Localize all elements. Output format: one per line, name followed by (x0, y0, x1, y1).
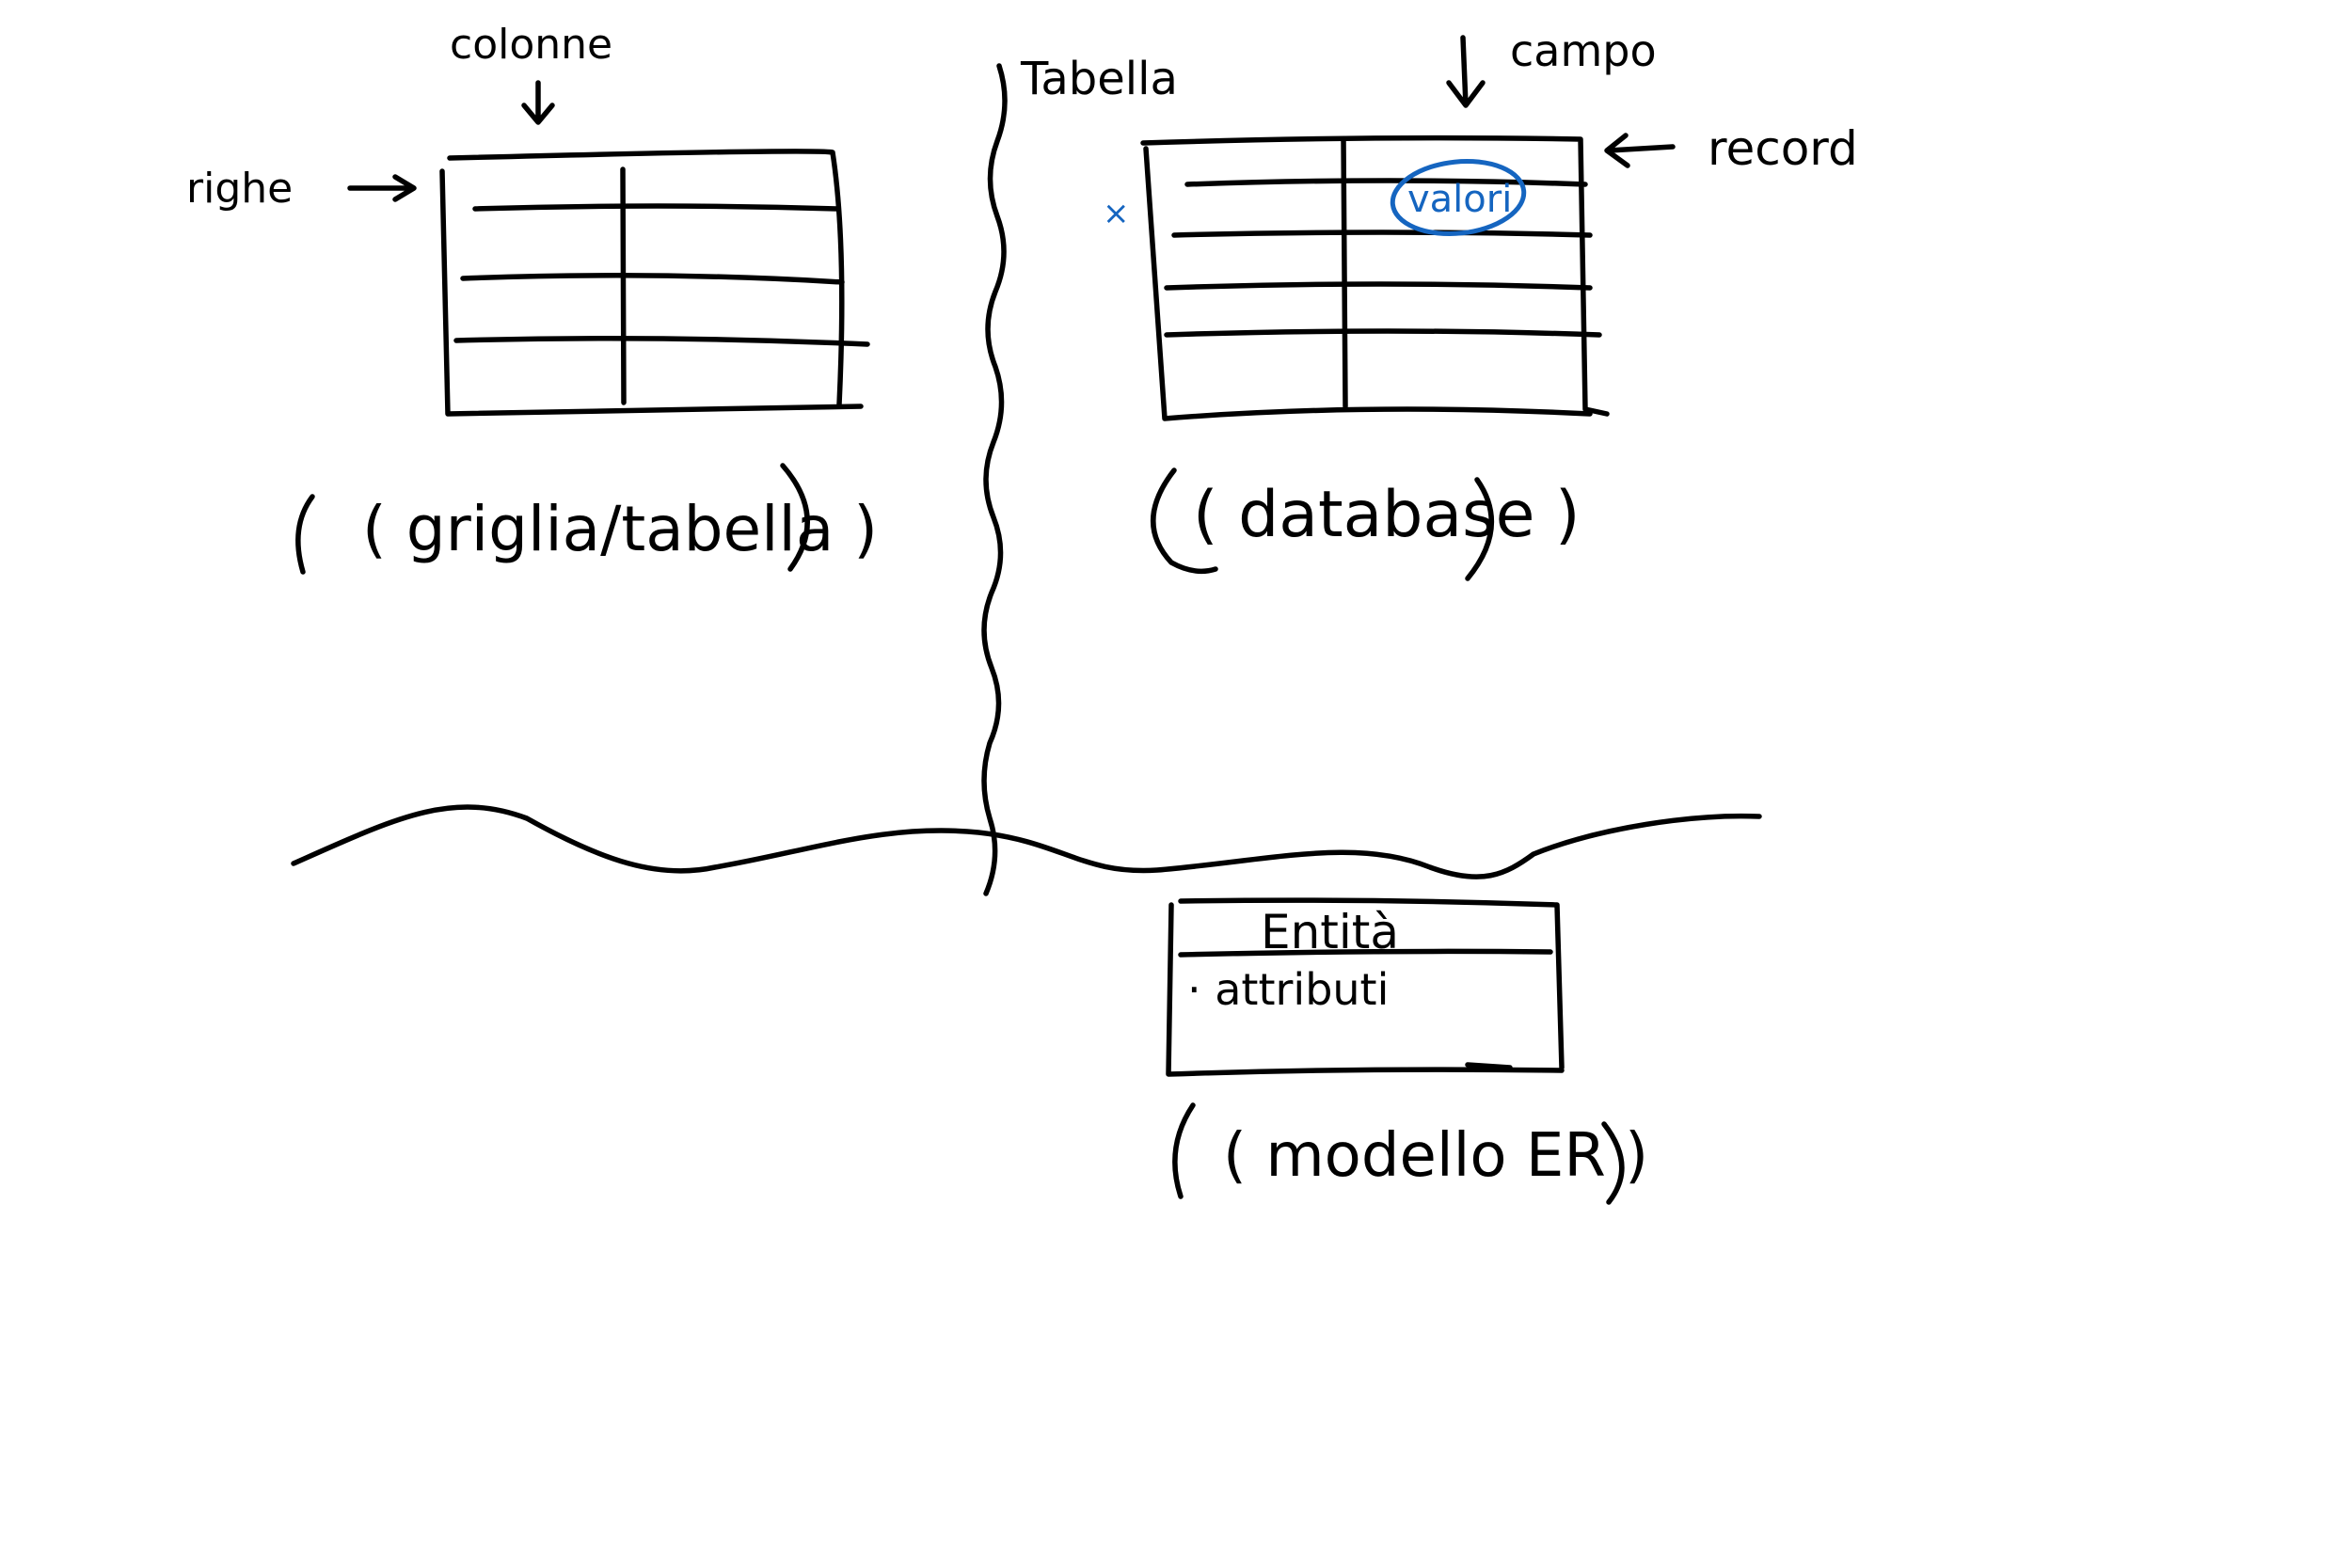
field-arrow-icon (1446, 35, 1486, 108)
columns-label: colonne (450, 21, 612, 69)
record-arrow-icon (1604, 133, 1676, 168)
grid-outline-top-right (447, 149, 845, 407)
values-highlight-circle (1390, 159, 1527, 236)
caption-close-paren (1601, 1121, 1625, 1205)
entity-label: Entità (1261, 905, 1399, 959)
grid-table-sketch: colonne righe ( griglia/tabella ) (186, 21, 878, 575)
grid-row-line (453, 336, 870, 347)
db-row-line (1164, 281, 1593, 291)
er-model-sketch: Entità · attributi ( modello ER ) (1166, 897, 1648, 1205)
db-column-divider (1341, 136, 1348, 409)
caption-close-paren (1465, 477, 1495, 581)
caption-open-paren (295, 494, 315, 575)
rows-label: righe (186, 165, 293, 213)
db-outline-left-bottom (1143, 146, 1593, 421)
grid-row-line (472, 203, 840, 212)
columns-arrow-icon (521, 80, 555, 125)
attributes-label: · attributi (1187, 964, 1389, 1015)
database-caption: ( database ) (1193, 478, 1581, 552)
row-marker: × (1103, 195, 1130, 232)
values-label: valori (1407, 178, 1512, 221)
database-sketch: Tabella campo record × valori ( database… (1020, 25, 1858, 581)
db-row-line (1184, 178, 1588, 187)
grid-row-line (460, 273, 845, 285)
er-caption: ( modello ER ) (1223, 1121, 1648, 1191)
field-label: campo (1510, 25, 1657, 76)
record-label: record (1708, 121, 1858, 176)
db-outline-top-right (1140, 135, 1610, 417)
table-label: Tabella (1020, 53, 1178, 105)
entity-box-left-bottom (1166, 902, 1565, 1077)
caption-close-paren (780, 463, 810, 572)
caption-open-paren (1172, 1102, 1196, 1199)
entity-box-top-right (1178, 897, 1565, 1070)
rows-arrow-icon (347, 174, 417, 202)
grid-caption: ( griglia/tabella ) (362, 493, 878, 565)
grid-outline-left-bottom (439, 168, 864, 417)
horizontal-divider (291, 804, 1762, 879)
db-row-line (1171, 230, 1593, 238)
db-row-line (1164, 328, 1602, 338)
caption-open-paren (1151, 467, 1218, 575)
entity-header-divider (1178, 948, 1553, 958)
vertical-divider (981, 63, 1008, 896)
